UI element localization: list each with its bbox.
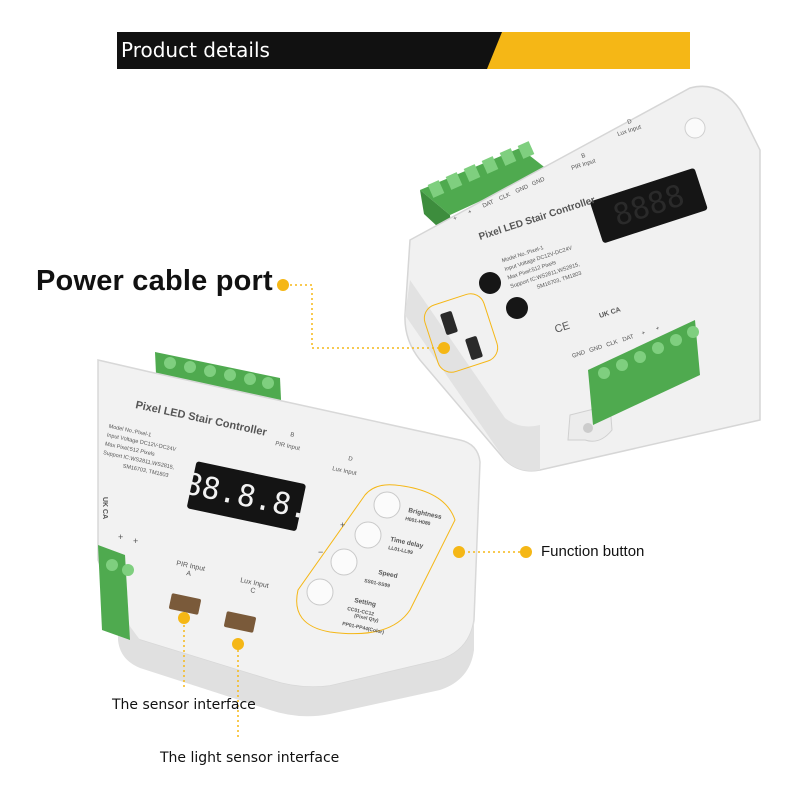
upper-power-ports (440, 311, 483, 360)
function-buttons (306, 491, 401, 606)
function-button-highlight (296, 484, 456, 635)
upper-knob-1 (479, 272, 501, 294)
upper-bottom-label-4: + (641, 330, 647, 337)
lower-port-b: B (290, 432, 295, 439)
function-button-label: Function button (541, 543, 645, 560)
lower-display: 88.8.8. (181, 461, 312, 531)
lower-port-d: D (348, 456, 354, 463)
light-sensor-port-dot (232, 638, 244, 650)
header-banner: Product details (117, 32, 690, 69)
lower-plus-mark: + (340, 520, 345, 530)
power-cable-port-label: Power cable port (36, 265, 273, 297)
upper-bottom-label-0: GND (572, 350, 587, 360)
upper-bottom-label-5: + (655, 326, 661, 333)
power-port-highlight (423, 293, 499, 373)
button-sub-setting: CC01-CC12 (347, 606, 375, 618)
button-setting-extra: (Pixel Qty) (354, 613, 380, 624)
lower-port-c: C (250, 587, 256, 595)
upper-top-label-3: CLK (498, 192, 511, 202)
lower-lux-label: Lux Input (332, 466, 358, 477)
upper-knob-2 (506, 297, 528, 319)
upper-bottom-terminal (588, 320, 700, 425)
light-sensor-interface-label: The light sensor interface (160, 750, 340, 766)
power-port-dot (438, 342, 450, 354)
lower-pir-label: PIR Input (275, 441, 301, 452)
upper-top-label-0: + (453, 216, 459, 223)
page-title: Product details (121, 38, 270, 62)
upper-top-label-4: GND (515, 184, 530, 195)
upper-port-d: D (627, 119, 634, 126)
lower-left-terminal (98, 545, 134, 640)
upper-top-label-5: GND (531, 176, 546, 187)
lower-ukca-mark: UK CA (101, 497, 108, 519)
lower-left-plus-2: + (133, 536, 138, 546)
button-sub-speed: SS01-SS99 (364, 578, 391, 589)
sensor-port-dot (178, 612, 190, 624)
banner-accent-bar (487, 32, 690, 69)
lower-minus-mark: − (318, 547, 323, 557)
power-callout-dot (277, 279, 289, 291)
upper-top-label-2: DAT (482, 199, 495, 209)
sensor-ports (169, 593, 256, 633)
lower-device: Pixel LED Stair Controller Model No.:Pix… (97, 352, 481, 717)
button-sub-brightness: H001-H080 (405, 516, 431, 527)
banner-dark-bar (117, 32, 502, 69)
button-label-setting: Setting (354, 597, 377, 608)
upper-bottom-label-1: GND (589, 344, 604, 354)
function-button-dot (453, 546, 465, 558)
lower-left-plus-1: + (118, 532, 123, 542)
sensor-interface-label: The sensor interface (112, 697, 256, 713)
upper-bottom-label-3: DAT (622, 334, 635, 343)
upper-top-label-1: + (467, 209, 473, 216)
lower-port-a: A (186, 570, 192, 578)
upper-device: 8888 Pixel LED Stair Controller Model No… (404, 85, 761, 472)
upper-terminal-block (420, 141, 548, 240)
callout-lines (183, 284, 525, 740)
button-label-speed: Speed (378, 569, 399, 580)
button-sub-time: LL01-LL99 (388, 545, 414, 556)
upper-bottom-label-2: CLK (606, 339, 619, 348)
upper-ce-mark: CE (553, 320, 571, 336)
function-callout-dot (520, 546, 532, 558)
upper-port-b: B (581, 153, 587, 160)
